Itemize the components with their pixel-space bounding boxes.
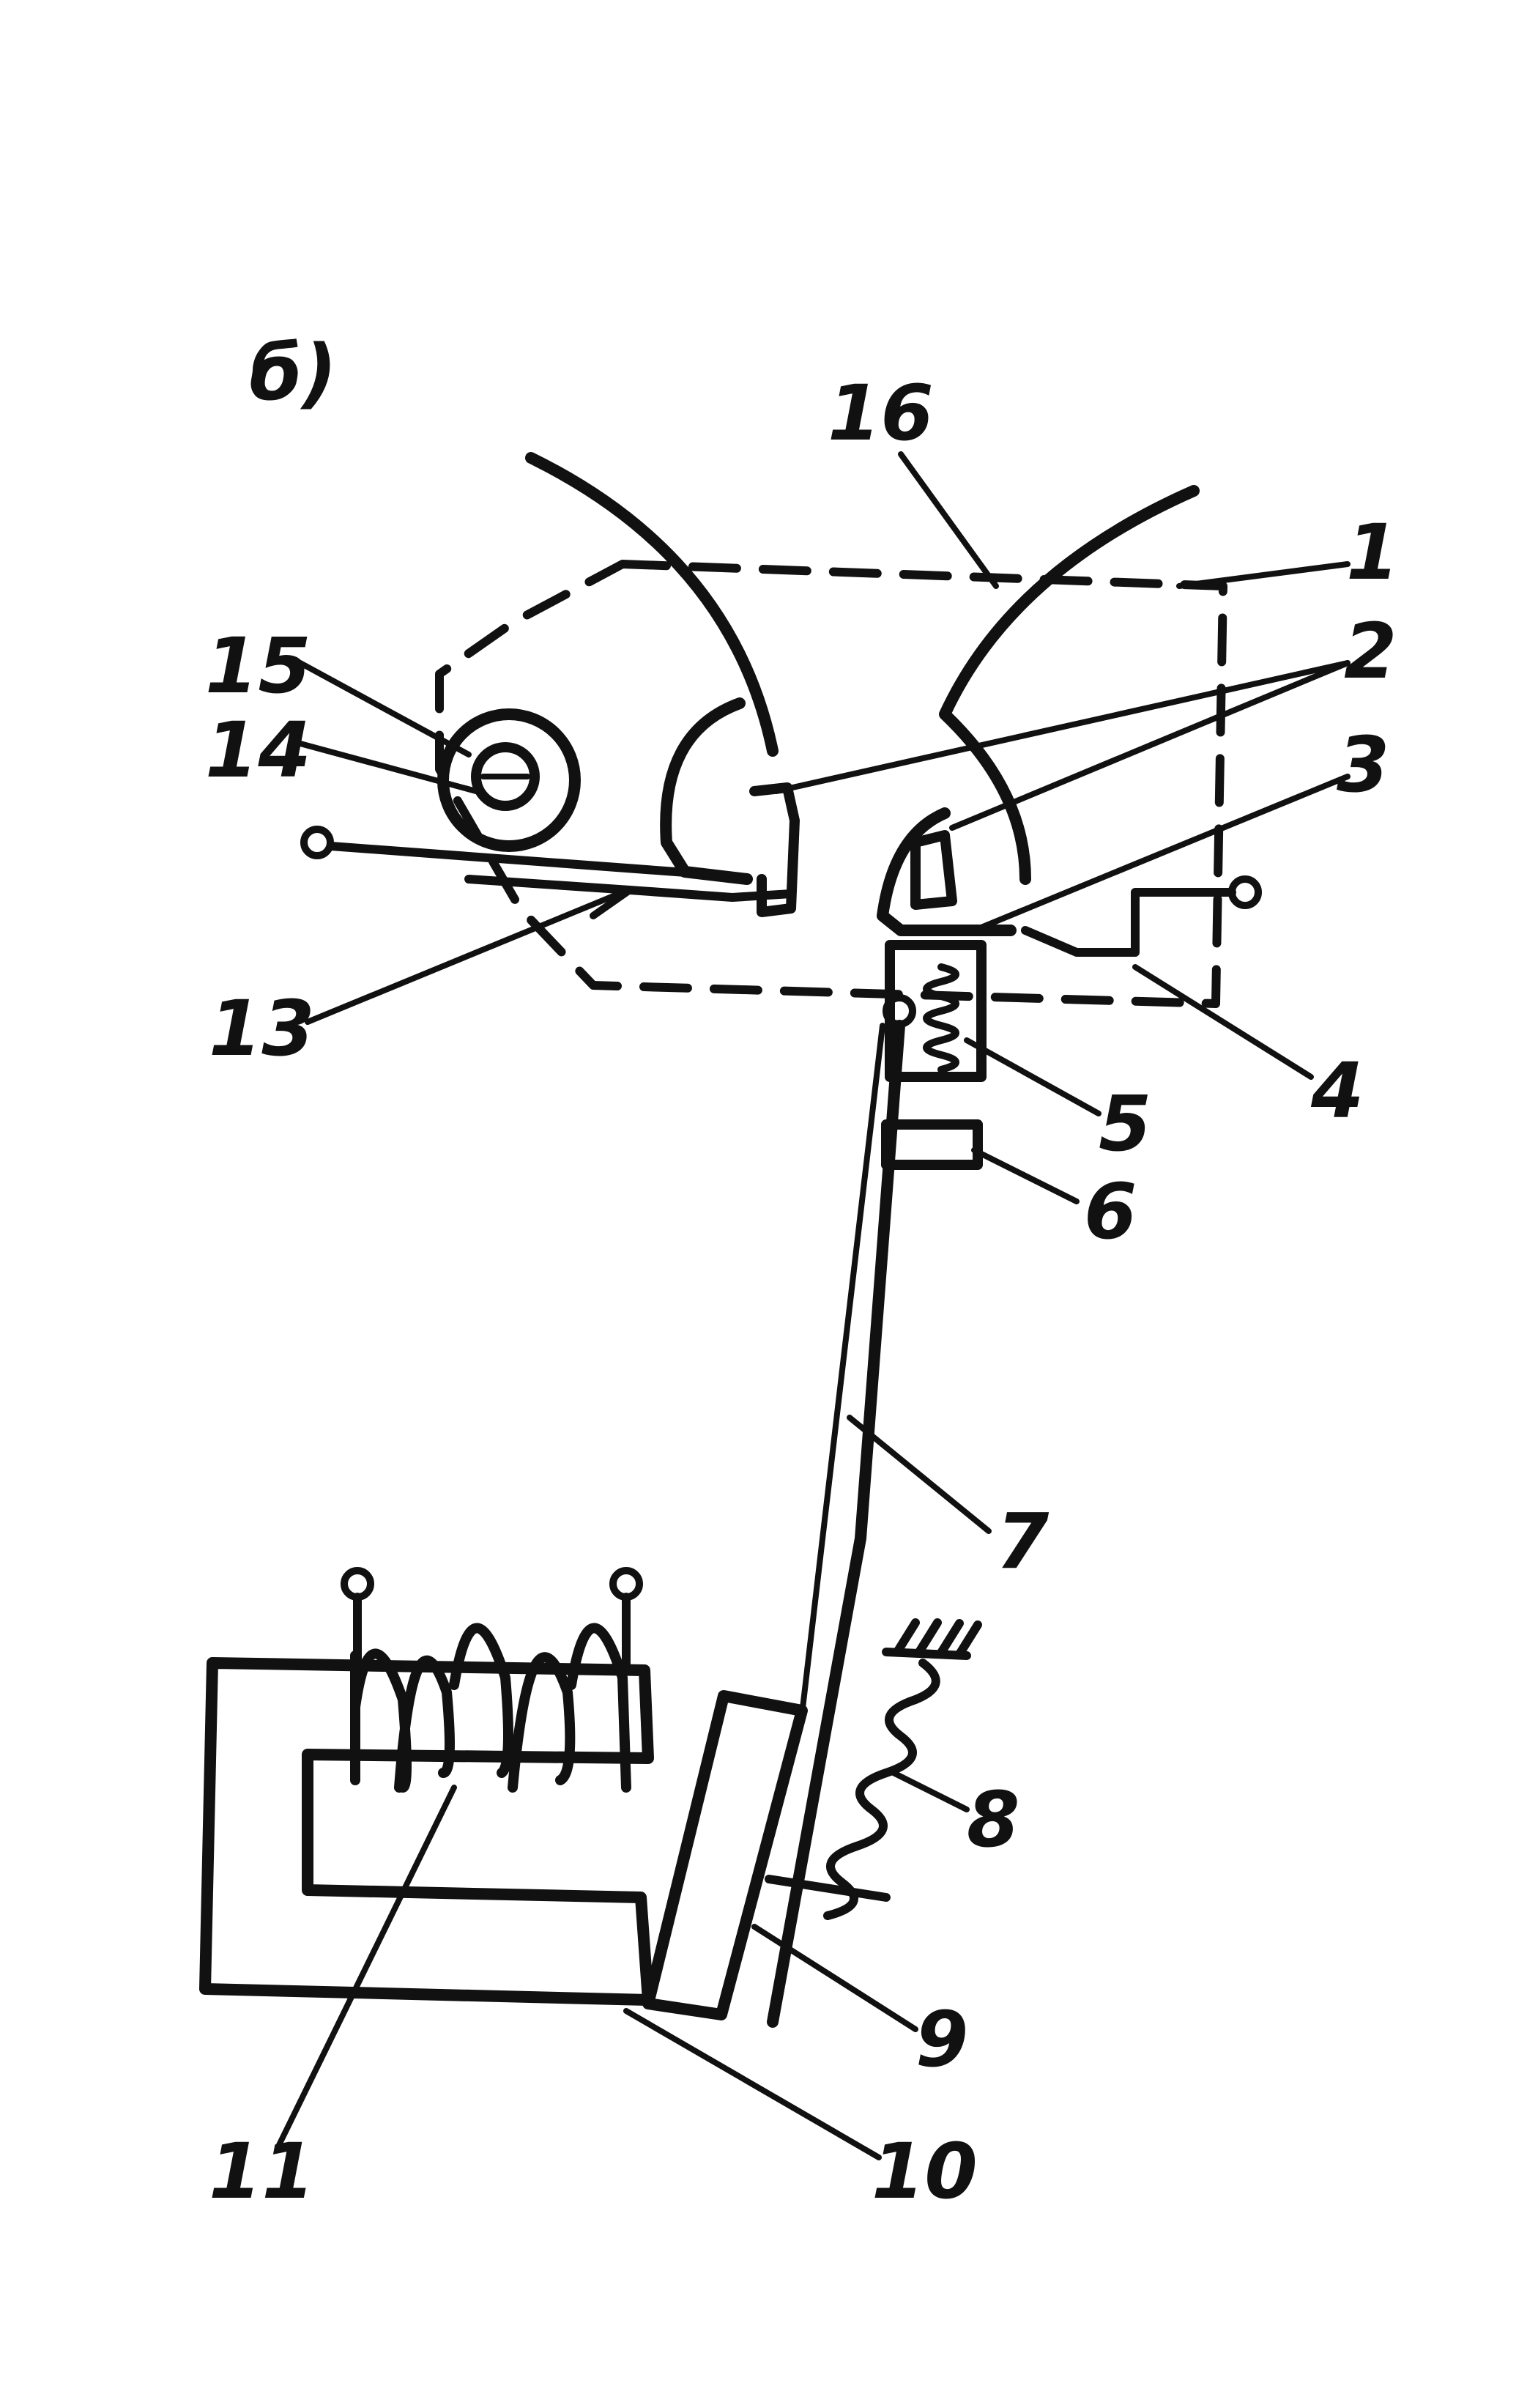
callout-16: 16 [828,368,934,458]
left-terminal-rod [327,842,729,880]
right-arc-contact [939,485,1200,885]
leader-8 [891,1770,970,1812]
callout-5: 5 [1099,1079,1151,1168]
coil-terminal-left [341,1567,374,1601]
pivot-wheel [437,708,581,852]
callout-4: 4 [1310,1046,1364,1136]
left-hook-contact [660,697,753,885]
right-terminal-bracket [1021,888,1236,957]
right-hook-contact [877,807,1017,936]
ground-hatch [882,1618,982,1660]
left-arc-contact [525,452,779,757]
leader-14 [297,741,479,794]
leader-15 [297,660,472,757]
leader-7 [847,1415,992,1534]
callout-2: 2 [1344,607,1397,696]
leader-4 [1132,964,1314,1080]
armature-9 [642,1690,808,2020]
leader-3 [971,774,1351,933]
leader-1 [1176,561,1351,589]
leader-11 [275,1785,457,2149]
lever-13 [464,875,795,902]
leader-16 [898,451,999,589]
callout-13: 13 [209,984,315,1073]
spring-5 [923,963,959,1073]
spring-8 [823,1659,940,1920]
coil-11 [350,1623,631,1793]
rod-7-edge [799,1023,885,1717]
leader-5 [964,1037,1102,1116]
callout-6: 6 [1084,1167,1137,1256]
leader-6 [971,1147,1080,1204]
callout-14: 14 [205,705,311,795]
coil-terminal-right [609,1567,643,1601]
callout-11: 11 [209,2127,315,2216]
callout-3: 3 [1337,720,1389,810]
panel-label: б) [249,328,337,418]
leader-10 [623,2008,882,2160]
dashed-housing-outline [435,560,1227,1008]
leader-2a [773,660,1351,794]
leader-13 [305,891,622,1025]
magnet-core-10 [199,1657,654,2006]
callout-10: 10 [872,2127,978,2216]
callout-8: 8 [967,1775,1019,1864]
callout-9: 9 [915,1995,968,2084]
leader-2b [949,660,1351,831]
lever-13-arm [590,886,634,919]
spring-8-link [765,1875,891,1902]
callout-1: 1 [1346,508,1399,597]
left-terminal [300,826,334,859]
pivot-axle [471,742,540,811]
callout-7: 7 [996,1497,1050,1586]
block-6 [881,1119,983,1170]
leader-9 [751,1924,918,2032]
rod-7 [767,1020,905,2028]
right-hook-head [910,830,957,910]
leader-lines [275,451,1351,2160]
callout-15: 15 [205,621,311,711]
